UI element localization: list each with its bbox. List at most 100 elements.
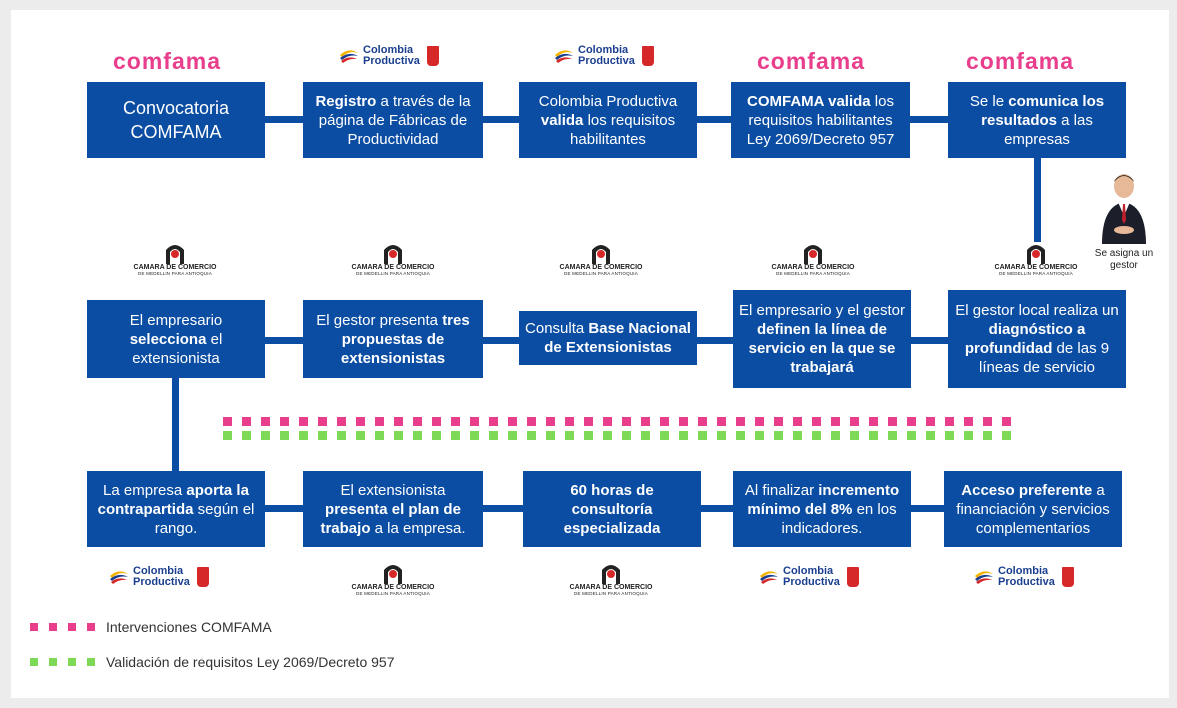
dot-marker (793, 431, 802, 440)
dot-marker (223, 431, 232, 440)
dot-marker (451, 431, 460, 440)
dot-marker (907, 431, 916, 440)
dot-marker (698, 417, 707, 426)
legend-item-validacion: Validación de requisitos Ley 2069/Decret… (30, 654, 394, 670)
legend-square (30, 658, 38, 666)
dot-marker (717, 417, 726, 426)
dot-marker (926, 431, 935, 440)
dot-marker (413, 417, 422, 426)
shield-icon (1061, 567, 1074, 587)
legend-square (87, 623, 95, 631)
step-contrapartida: La empresa aporta la contrapartida según… (87, 471, 265, 547)
dot-marker (318, 417, 327, 426)
step-text: Acceso preferente a financiación y servi… (956, 481, 1110, 537)
connector-line (482, 116, 520, 123)
step-text: Al finalizar incremento mínimo del 8% en… (744, 481, 900, 537)
validation-dotted-line (223, 431, 1011, 440)
dot-marker (394, 431, 403, 440)
dot-marker (850, 417, 859, 426)
connector-line (697, 116, 732, 123)
step-plan-de-trabajo: El extensionista presenta el plan de tra… (303, 471, 483, 547)
dot-marker (945, 417, 954, 426)
dot-marker (508, 431, 517, 440)
step-text: Se le comunica los resultados a las empr… (969, 92, 1105, 148)
dot-marker (546, 417, 555, 426)
legend-label: Validación de requisitos Ley 2069/Decret… (106, 654, 395, 670)
dot-marker (565, 417, 574, 426)
camara-comercio-icon (1027, 245, 1045, 264)
legend-square (49, 623, 57, 631)
dot-marker (527, 431, 536, 440)
dot-marker (926, 417, 935, 426)
step-validacion-colombia-productiva: Colombia Productiva valida los requisito… (519, 82, 697, 158)
comfama-logo: comfama (113, 48, 221, 74)
connector-line (482, 337, 520, 344)
dot-marker (736, 417, 745, 426)
dot-marker (584, 431, 593, 440)
connector-line (911, 337, 949, 344)
dot-marker (356, 417, 365, 426)
dot-marker (1002, 431, 1011, 440)
colombia-productiva-swirl-icon (975, 571, 993, 584)
dot-marker (660, 417, 669, 426)
connector-line (697, 337, 734, 344)
dot-marker (337, 417, 346, 426)
dot-marker (470, 417, 479, 426)
step-text: El extensionista presenta el plan de tra… (320, 481, 466, 537)
dot-marker (641, 431, 650, 440)
colombia-productiva-swirl-icon (555, 50, 573, 63)
connector-line (701, 505, 734, 512)
dot-marker (432, 417, 441, 426)
colombia-productiva-swirl-icon (760, 571, 778, 584)
dot-marker (698, 431, 707, 440)
shield-icon (641, 46, 654, 66)
dot-marker (280, 417, 289, 426)
comfama-logo: comfama (757, 48, 865, 74)
dot-marker (489, 431, 498, 440)
legend-square (68, 623, 76, 631)
step-consulta-base-nacional: Consulta Base Nacional de Extensionistas (519, 311, 697, 365)
step-text: COMFAMA valida los requisitos habilitant… (746, 92, 895, 148)
legend-item-comfama: Intervenciones COMFAMA (30, 619, 272, 635)
legend-square (49, 658, 57, 666)
dot-marker (831, 431, 840, 440)
step-consultoria: 60 horas de consultoría especializada (523, 471, 701, 547)
dot-marker (356, 431, 365, 440)
step-registro: Registro a través de la página de Fábric… (303, 82, 483, 158)
dot-marker (755, 431, 764, 440)
step-text: El empresario selecciona el extensionist… (129, 311, 223, 367)
dot-marker (964, 431, 973, 440)
step-comunicacion-resultados: Se le comunica los resultados a las empr… (948, 82, 1126, 158)
connector-line (264, 505, 304, 512)
step-text: Registro a través de la página de Fábric… (315, 92, 471, 148)
colombia-productiva-swirl-icon (110, 571, 128, 584)
step-incremento-indicadores: Al finalizar incremento mínimo del 8% en… (733, 471, 911, 547)
dot-marker (432, 431, 441, 440)
legend-square (30, 623, 38, 631)
dot-marker (774, 431, 783, 440)
step-text: La empresa aporta la contrapartida según… (97, 481, 255, 537)
businessman-icon (1102, 174, 1146, 244)
dot-marker (318, 431, 327, 440)
dot-marker (508, 417, 517, 426)
connector-line (909, 116, 949, 123)
camara-comercio-icon (384, 565, 402, 584)
shield-icon (196, 567, 209, 587)
connector-line (172, 378, 179, 472)
gestor-label: Se asigna un gestor (1094, 248, 1154, 271)
dot-marker (584, 417, 593, 426)
step-seleccion-extensionista: El empresario selecciona el extensionist… (87, 300, 265, 378)
shield-icon (846, 567, 859, 587)
camara-comercio-icon (804, 245, 822, 264)
dot-marker (565, 431, 574, 440)
